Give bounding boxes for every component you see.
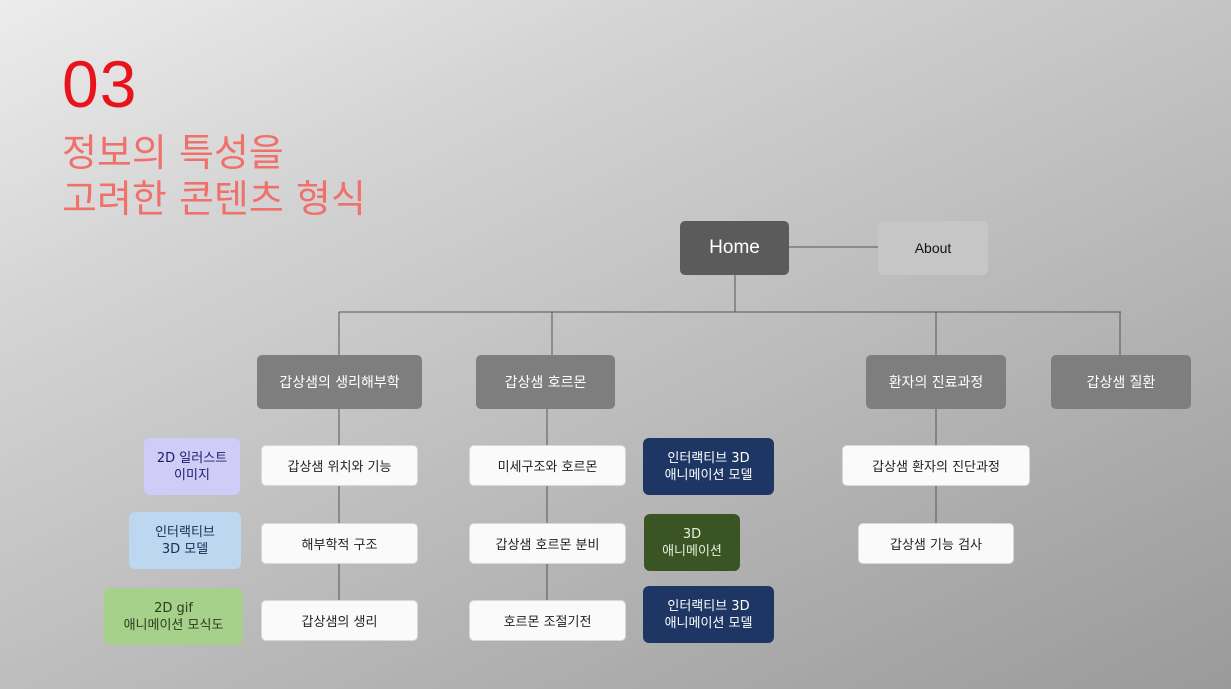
hormone-child-regulation: 호르몬 조절기전	[469, 600, 626, 641]
category-disease: 갑상샘 질환	[1051, 355, 1191, 409]
patient-child-diagnosis: 갑상샘 환자의 진단과정	[842, 445, 1030, 486]
patient-child-function-test: 갑상샘 기능 검사	[858, 523, 1014, 564]
format-line1: 인터랙티브	[155, 524, 215, 540]
category-hormone: 갑상샘 호르몬	[476, 355, 615, 409]
anatomy-child-location: 갑상샘 위치와 기능	[261, 445, 418, 486]
format-line2: 애니메이션	[662, 543, 722, 559]
anatomy-child-structure: 해부학적 구조	[261, 523, 418, 564]
format-line2: 3D 모델	[161, 541, 209, 557]
format-line2: 애니메이션 모식도	[123, 617, 224, 633]
format-line1: 2D 일러스트	[156, 450, 228, 466]
category-patient: 환자의 진료과정	[866, 355, 1006, 409]
hormone-child-secretion: 갑상샘 호르몬 분비	[469, 523, 626, 564]
format-line1: 3D	[682, 526, 702, 542]
home-node: Home	[680, 221, 789, 275]
section-title-line1: 정보의 특성을	[62, 131, 284, 175]
format-line1: 2D gif	[154, 600, 193, 616]
section-title-line2: 고려한 콘텐츠 형식	[62, 177, 366, 221]
format-line1: 인터랙티브 3D	[667, 598, 750, 614]
category-anatomy: 갑상샘의 생리해부학	[257, 355, 422, 409]
hormone-child-microstructure: 미세구조와 호르몬	[469, 445, 626, 486]
section-number: 03	[62, 47, 138, 121]
format-line2: 애니메이션 모델	[664, 467, 753, 483]
format-line2: 애니메이션 모델	[664, 615, 753, 631]
about-node: About	[878, 221, 988, 275]
anatomy-child-physiology: 갑상샘의 생리	[261, 600, 418, 641]
format-line1: 인터랙티브 3D	[667, 450, 750, 466]
format-line2: 이미지	[174, 467, 210, 483]
section-title: 정보의 특성을 고려한 콘텐츠 형식	[62, 130, 366, 222]
